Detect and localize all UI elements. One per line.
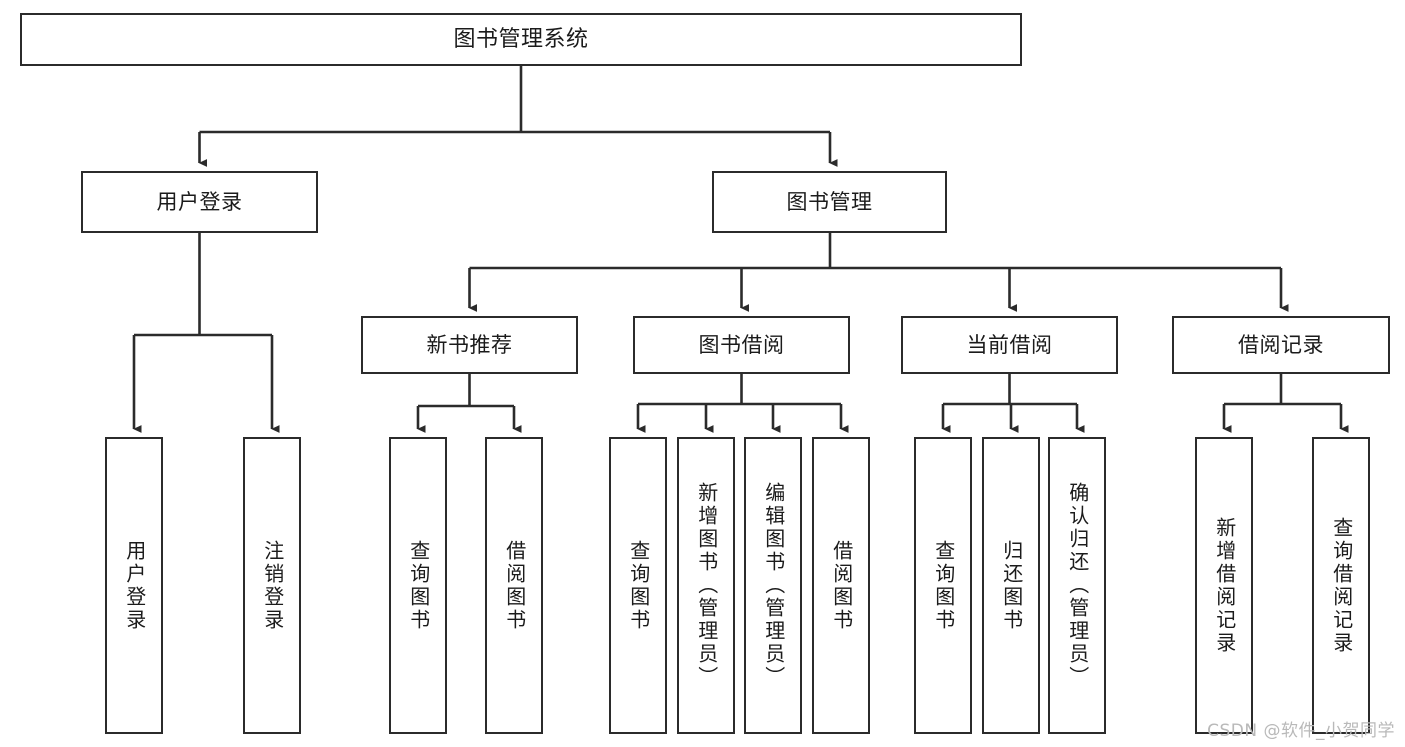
node-label: 查询借阅记录 (1329, 516, 1354, 655)
node-leaf-query-book-2[interactable]: 查询图书 (609, 437, 667, 734)
node-label: 图书管理 (786, 189, 873, 214)
node-leaf-logout[interactable]: 注销登录 (243, 437, 301, 734)
node-label: 查询图书 (626, 539, 651, 632)
node-label: 新增借阅记录 (1212, 516, 1237, 655)
node-new-book-recommend[interactable]: 新书推荐 (361, 316, 578, 374)
node-leaf-confirm-return[interactable]: 确认归还（管理员） (1048, 437, 1106, 734)
node-label: 借阅记录 (1238, 332, 1324, 357)
node-label: 编辑图书（管理员） (761, 482, 786, 689)
node-label: 新书推荐 (426, 332, 513, 357)
node-leaf-edit-book[interactable]: 编辑图书（管理员） (744, 437, 802, 734)
node-label: 图书管理系统 (453, 26, 589, 52)
node-leaf-add-book[interactable]: 新增图书（管理员） (677, 437, 735, 734)
node-label: 确认归还（管理员） (1065, 482, 1090, 689)
node-leaf-add-record[interactable]: 新增借阅记录 (1195, 437, 1253, 734)
node-root-system[interactable]: 图书管理系统 (20, 13, 1022, 66)
node-book-management[interactable]: 图书管理 (712, 171, 947, 233)
node-book-borrow[interactable]: 图书借阅 (633, 316, 850, 374)
node-borrow-record[interactable]: 借阅记录 (1172, 316, 1390, 374)
node-label: 图书借阅 (698, 332, 785, 357)
node-user-login[interactable]: 用户登录 (81, 171, 318, 233)
node-label: 新增图书（管理员） (694, 482, 719, 689)
node-label: 查询图书 (931, 539, 956, 632)
node-leaf-query-book-1[interactable]: 查询图书 (389, 437, 447, 734)
node-current-borrow[interactable]: 当前借阅 (901, 316, 1118, 374)
node-leaf-user-login[interactable]: 用户登录 (105, 437, 163, 734)
node-label: 用户登录 (122, 539, 147, 632)
node-leaf-borrow-book-2[interactable]: 借阅图书 (812, 437, 870, 734)
watermark-text: CSDN @软件_小贺同学 (1207, 721, 1395, 741)
node-label: 归还图书 (999, 539, 1024, 632)
node-label: 借阅图书 (829, 539, 854, 632)
node-leaf-query-book-3[interactable]: 查询图书 (914, 437, 972, 734)
node-leaf-borrow-book-1[interactable]: 借阅图书 (485, 437, 543, 734)
node-label: 借阅图书 (502, 539, 527, 632)
node-label: 注销登录 (260, 539, 285, 632)
node-label: 用户登录 (156, 189, 243, 214)
node-leaf-query-record[interactable]: 查询借阅记录 (1312, 437, 1370, 734)
node-label: 当前借阅 (966, 332, 1053, 357)
node-leaf-return-book[interactable]: 归还图书 (982, 437, 1040, 734)
node-label: 查询图书 (406, 539, 431, 632)
